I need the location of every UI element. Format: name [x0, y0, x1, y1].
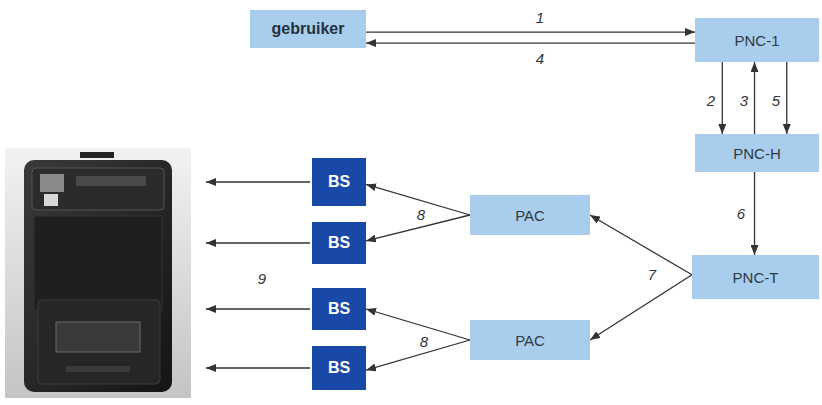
message-arrow	[366, 309, 470, 340]
node-label: BS	[328, 234, 350, 252]
node-label: PAC	[515, 207, 545, 224]
radio-arrow	[206, 367, 310, 368]
base-station-box: BS	[312, 288, 366, 330]
pager-slot	[76, 176, 146, 186]
step-number: 2	[707, 93, 715, 108]
step-number: 6	[737, 206, 745, 221]
radio-arrow	[206, 181, 310, 182]
user-box: gebruiker	[250, 10, 366, 48]
node-label: PAC	[515, 332, 545, 349]
radio-arrow	[206, 308, 310, 309]
message-arrow	[590, 215, 692, 275]
base-station-box: BS	[312, 158, 366, 206]
node-label: BS	[328, 300, 350, 318]
step-number: 5	[772, 93, 780, 108]
base-station-box: BS	[312, 346, 366, 390]
step-number: 1	[536, 10, 544, 25]
pager-model-plate	[66, 366, 130, 372]
node-label: gebruiker	[272, 20, 345, 38]
message-arrow	[366, 42, 695, 43]
message-arrow	[722, 62, 723, 134]
pager-top	[32, 168, 164, 210]
step-number: 4	[536, 51, 544, 66]
node-label: PNC-H	[733, 145, 781, 162]
step-number: 8	[417, 207, 425, 222]
network-controller-box: PNC-H	[695, 134, 819, 172]
pager-button	[44, 194, 58, 206]
pager-clip	[40, 174, 64, 192]
message-arrow	[590, 275, 692, 340]
message-arrow	[786, 62, 787, 134]
message-arrow	[754, 172, 755, 255]
message-arrow	[366, 31, 695, 32]
area-controller-box: PAC	[470, 195, 590, 235]
message-arrow	[754, 62, 755, 134]
network-controller-box: PNC-T	[692, 255, 819, 299]
node-label: BS	[328, 173, 350, 191]
node-label: BS	[328, 359, 350, 377]
pager-texture	[34, 216, 162, 310]
area-controller-box: PAC	[470, 320, 590, 360]
node-label: PNC-1	[734, 32, 779, 49]
photo-ground	[5, 148, 191, 398]
step-number: 7	[648, 267, 656, 282]
pager-antenna	[80, 152, 114, 158]
pager-label-plate	[56, 322, 140, 352]
step-number: 9	[258, 271, 266, 286]
node-label: PNC-T	[733, 269, 779, 286]
step-number: 8	[420, 334, 428, 349]
network-controller-box: PNC-1	[695, 18, 819, 62]
base-station-box: BS	[312, 222, 366, 264]
radio-arrow	[206, 242, 310, 243]
pager-body	[24, 160, 172, 392]
pager-front	[38, 300, 160, 384]
message-arrow	[366, 340, 470, 370]
step-number: 3	[740, 93, 748, 108]
